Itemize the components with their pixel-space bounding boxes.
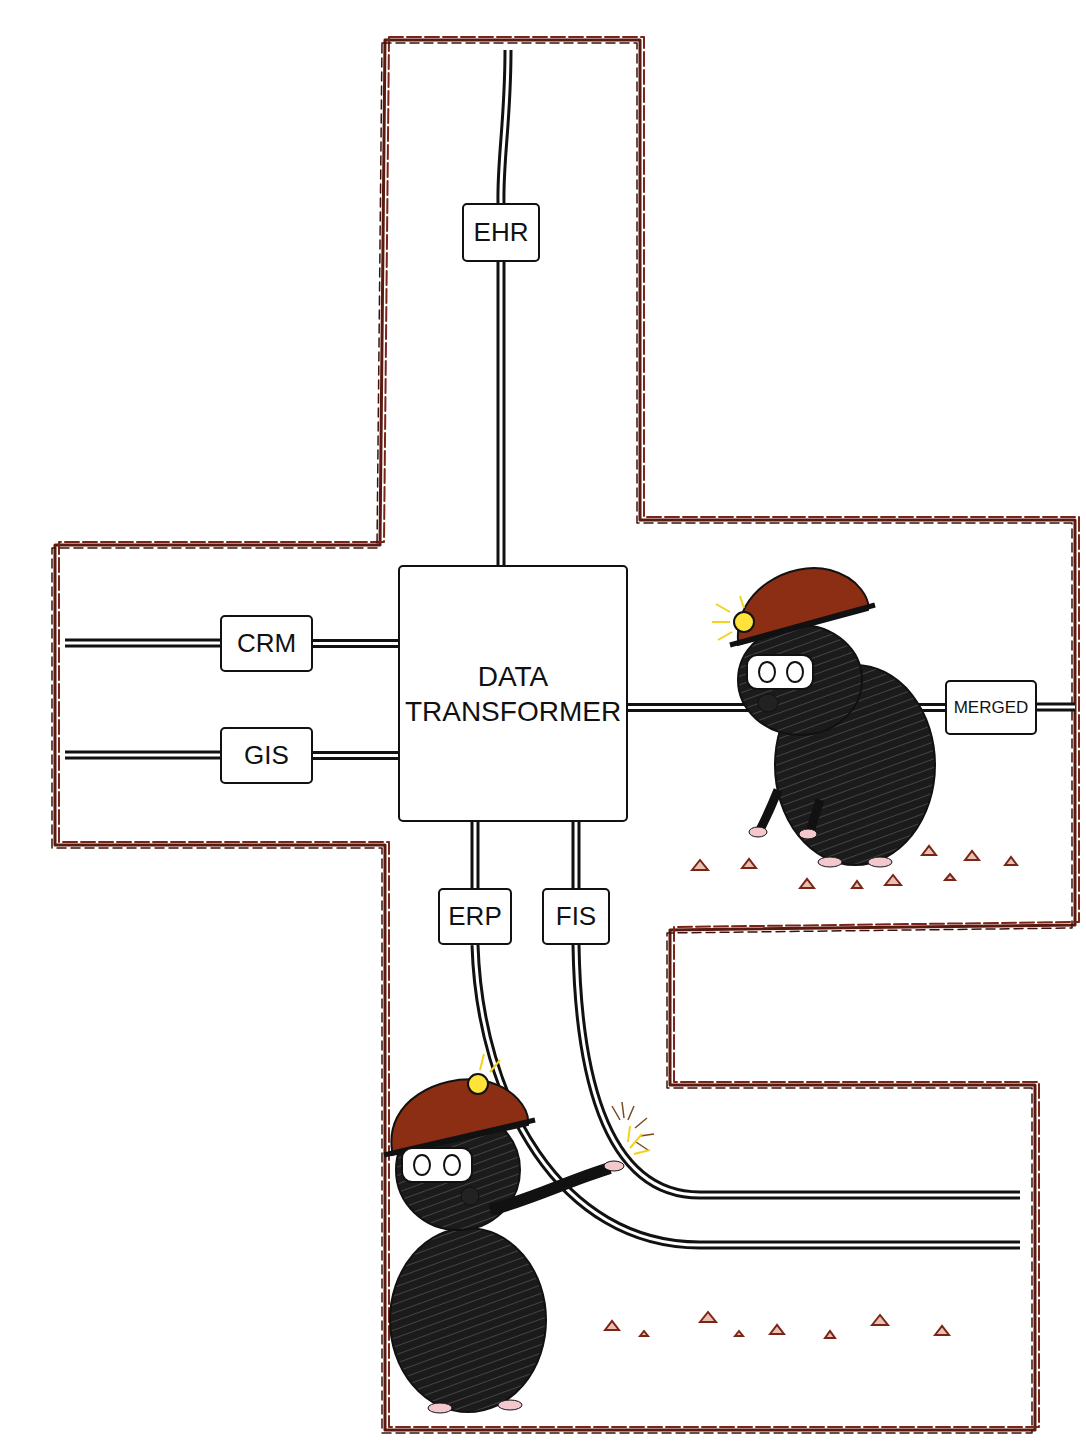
node-label: FIS [556,900,596,933]
node-label: CRM [237,627,296,660]
node-text-group: FIS [556,900,596,933]
node-text-group: GIS [244,739,289,772]
mole-worker [384,1054,650,1413]
transformer-box: DATA TRANSFORMER [398,565,628,822]
mole-worker [712,568,935,867]
source-label: ERP [438,888,512,945]
node-label: ERP [448,900,501,933]
source-label: CRM [220,615,313,672]
cable-connector [313,643,398,644]
node-label: MERGED [954,697,1029,718]
cable-connector [576,822,577,888]
dirt-pile [605,846,1017,1338]
cable [65,50,1075,1245]
node-text-group: DATA TRANSFORMER [400,659,626,729]
frayed-cable [612,1102,654,1150]
source-label: EHR [462,203,540,262]
node-label: EHR [474,216,529,249]
cable-connector [313,755,398,756]
cable-connector [475,822,476,888]
node-text-group: MERGED [954,697,1029,718]
node-text-group: EHR [474,216,529,249]
source-label: FIS [542,888,610,945]
output-label: MERGED [945,680,1037,735]
cable-connector [501,262,502,565]
node-text-group: CRM [237,627,296,660]
node-label: GIS [244,739,289,772]
node-text-group: ERP [448,900,501,933]
source-label: GIS [220,727,313,784]
node-label: DATA TRANSFORMER [400,659,626,729]
tunnel-wall [52,37,1079,1433]
